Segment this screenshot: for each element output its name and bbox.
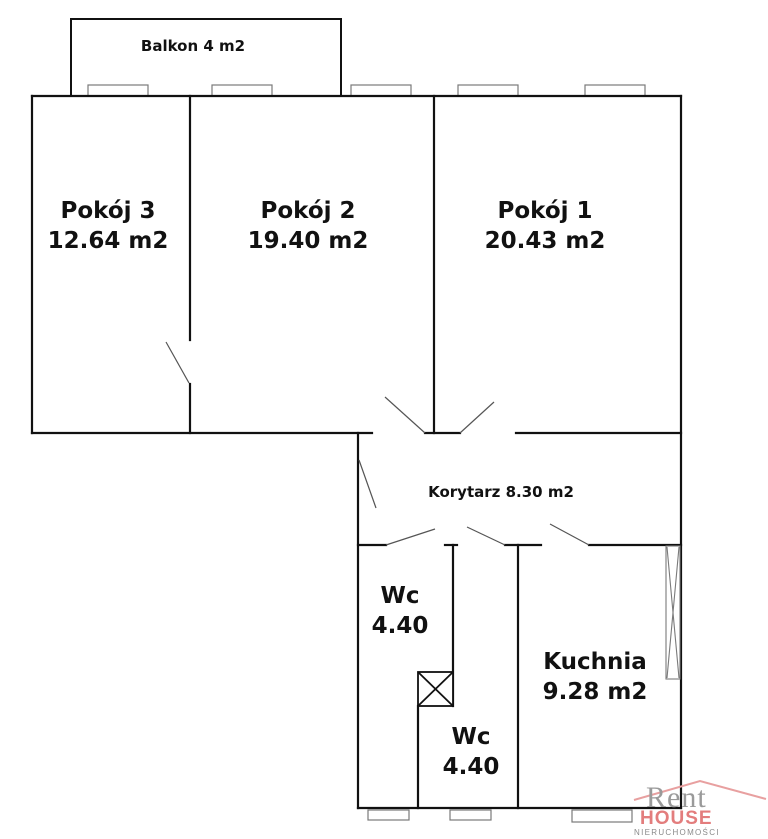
watermark-line1: Rent [646,781,707,814]
door-swing-icon [165,341,190,384]
walls [30,94,683,810]
door-swing-icon [358,459,377,509]
room-area: 12.64 m2 [47,227,169,254]
windows-top [87,84,646,97]
watermark-line3: NIERUCHOMOŚCI [634,828,720,837]
ventilation-shaft-icon [417,671,454,707]
room-label-pokoj3: Pokój 3 12.64 m2 [48,197,169,257]
door-swing-icon [385,528,436,546]
window-icon [350,84,412,97]
room-name: Wc [380,583,420,609]
room-label-balkon: Balkon 4 m2 [140,37,246,55]
watermark-logo: Rent HOUSE NIERUCHOMOŚCI [632,776,768,839]
window-icon [367,809,410,821]
room-name: Pokój 2 [260,198,356,224]
room-area: 20.43 m2 [484,227,606,254]
window-icon [87,84,149,97]
room-label-korytarz: Korytarz 8.30 m2 [428,483,574,501]
watermark-line2: HOUSE [640,808,713,829]
door-swing-icon [549,523,590,546]
room-label-wc2: Wc 4.40 [443,723,500,783]
window-icon [571,809,633,823]
room-area: 19.40 m2 [247,227,369,254]
door-swing-icon [466,526,506,546]
window-icon [457,84,519,97]
door-swing-icon [384,396,426,434]
doors [165,341,590,546]
kitchen-window-icon [665,545,681,680]
room-label-pokoj2: Pokój 2 19.40 m2 [248,197,369,257]
door-swing-icon [459,401,495,434]
room-area: 9.28 m2 [542,678,648,705]
window-icon [584,84,646,97]
balcony-outline [70,18,342,96]
room-name: Pokój 3 [60,198,156,224]
room-name: Wc [451,724,491,750]
room-area: 4.40 [371,612,429,639]
room-name: Kuchnia [543,649,647,675]
watermark-roof-icon [633,779,767,801]
window-icon [449,809,492,821]
windows-bottom [367,809,633,823]
room-name: Pokój 1 [497,198,593,224]
window-icon [211,84,273,97]
room-area: 4.40 [442,753,500,780]
room-label-wc1: Wc 4.40 [372,582,429,642]
room-label-kuchnia: Kuchnia 9.28 m2 [543,648,648,708]
room-label-pokoj1: Pokój 1 20.43 m2 [485,197,606,257]
